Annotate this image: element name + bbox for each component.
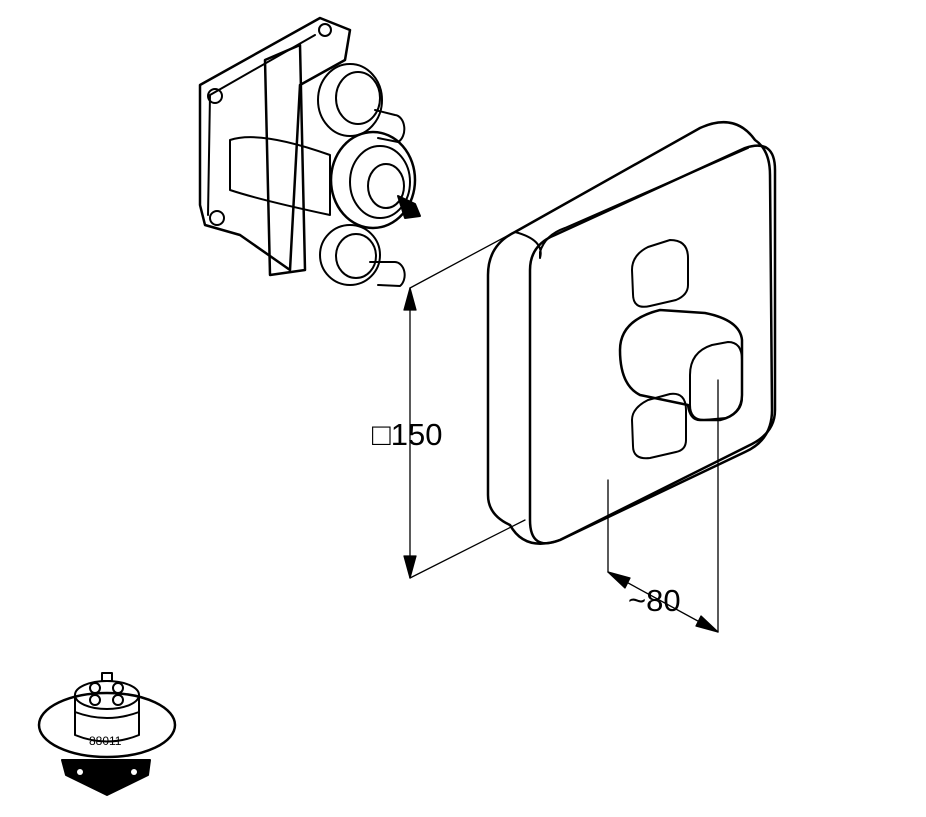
cartridge-part-number: 88011 [89, 734, 122, 748]
depth-dimension-label: ~80 [628, 583, 681, 618]
height-dimension-label: □150 [372, 417, 443, 452]
dimension-150 [403, 229, 526, 579]
dimension-80 [607, 379, 719, 633]
concealed-valve-body [198, 16, 421, 287]
cartridge-88011 [37, 672, 177, 796]
trim-plate [486, 120, 777, 545]
